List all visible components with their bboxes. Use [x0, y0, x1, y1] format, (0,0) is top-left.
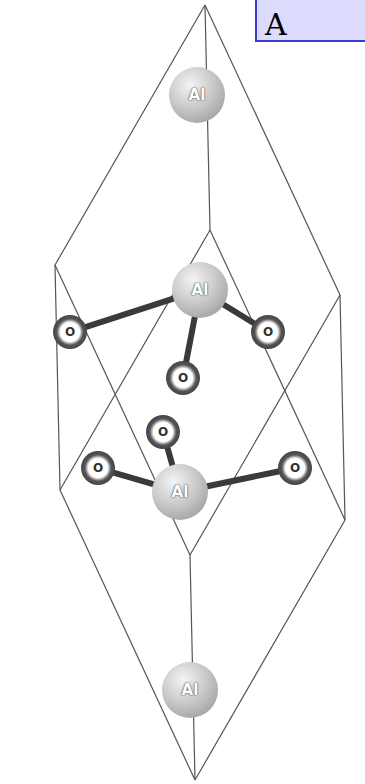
atom-label: Al [189, 86, 206, 104]
atom-label: Al [172, 483, 189, 501]
atom-label: O [93, 461, 103, 475]
atom-label: O [263, 325, 273, 339]
bond-line [114, 473, 153, 484]
oxygen-atom: O [251, 315, 285, 349]
atom-label: O [65, 325, 75, 339]
cell-edges [55, 5, 345, 780]
atom-label: O [158, 425, 168, 439]
aluminium-atom: Al [162, 662, 218, 718]
oxygen-atom: O [166, 361, 200, 395]
aluminium-atom: Al [172, 262, 228, 318]
atom-label: O [178, 371, 188, 385]
aluminium-atom: Al [152, 464, 208, 520]
oxygen-atom: O [81, 451, 115, 485]
oxygen-atom: O [53, 315, 87, 349]
title-text: A [265, 10, 287, 40]
bond-line [224, 305, 254, 323]
atom-label: O [290, 461, 300, 475]
aluminium-atom: Al [169, 67, 225, 123]
atom-label: Al [182, 681, 199, 699]
bond-line [168, 448, 173, 465]
oxygen-atom: O [278, 451, 312, 485]
oxygen-atom: O [146, 415, 180, 449]
title-box: A [255, 0, 365, 42]
bond-line [186, 317, 194, 361]
bond-line [207, 471, 278, 486]
bond-line [86, 299, 173, 327]
atom-label: Al [192, 281, 209, 299]
